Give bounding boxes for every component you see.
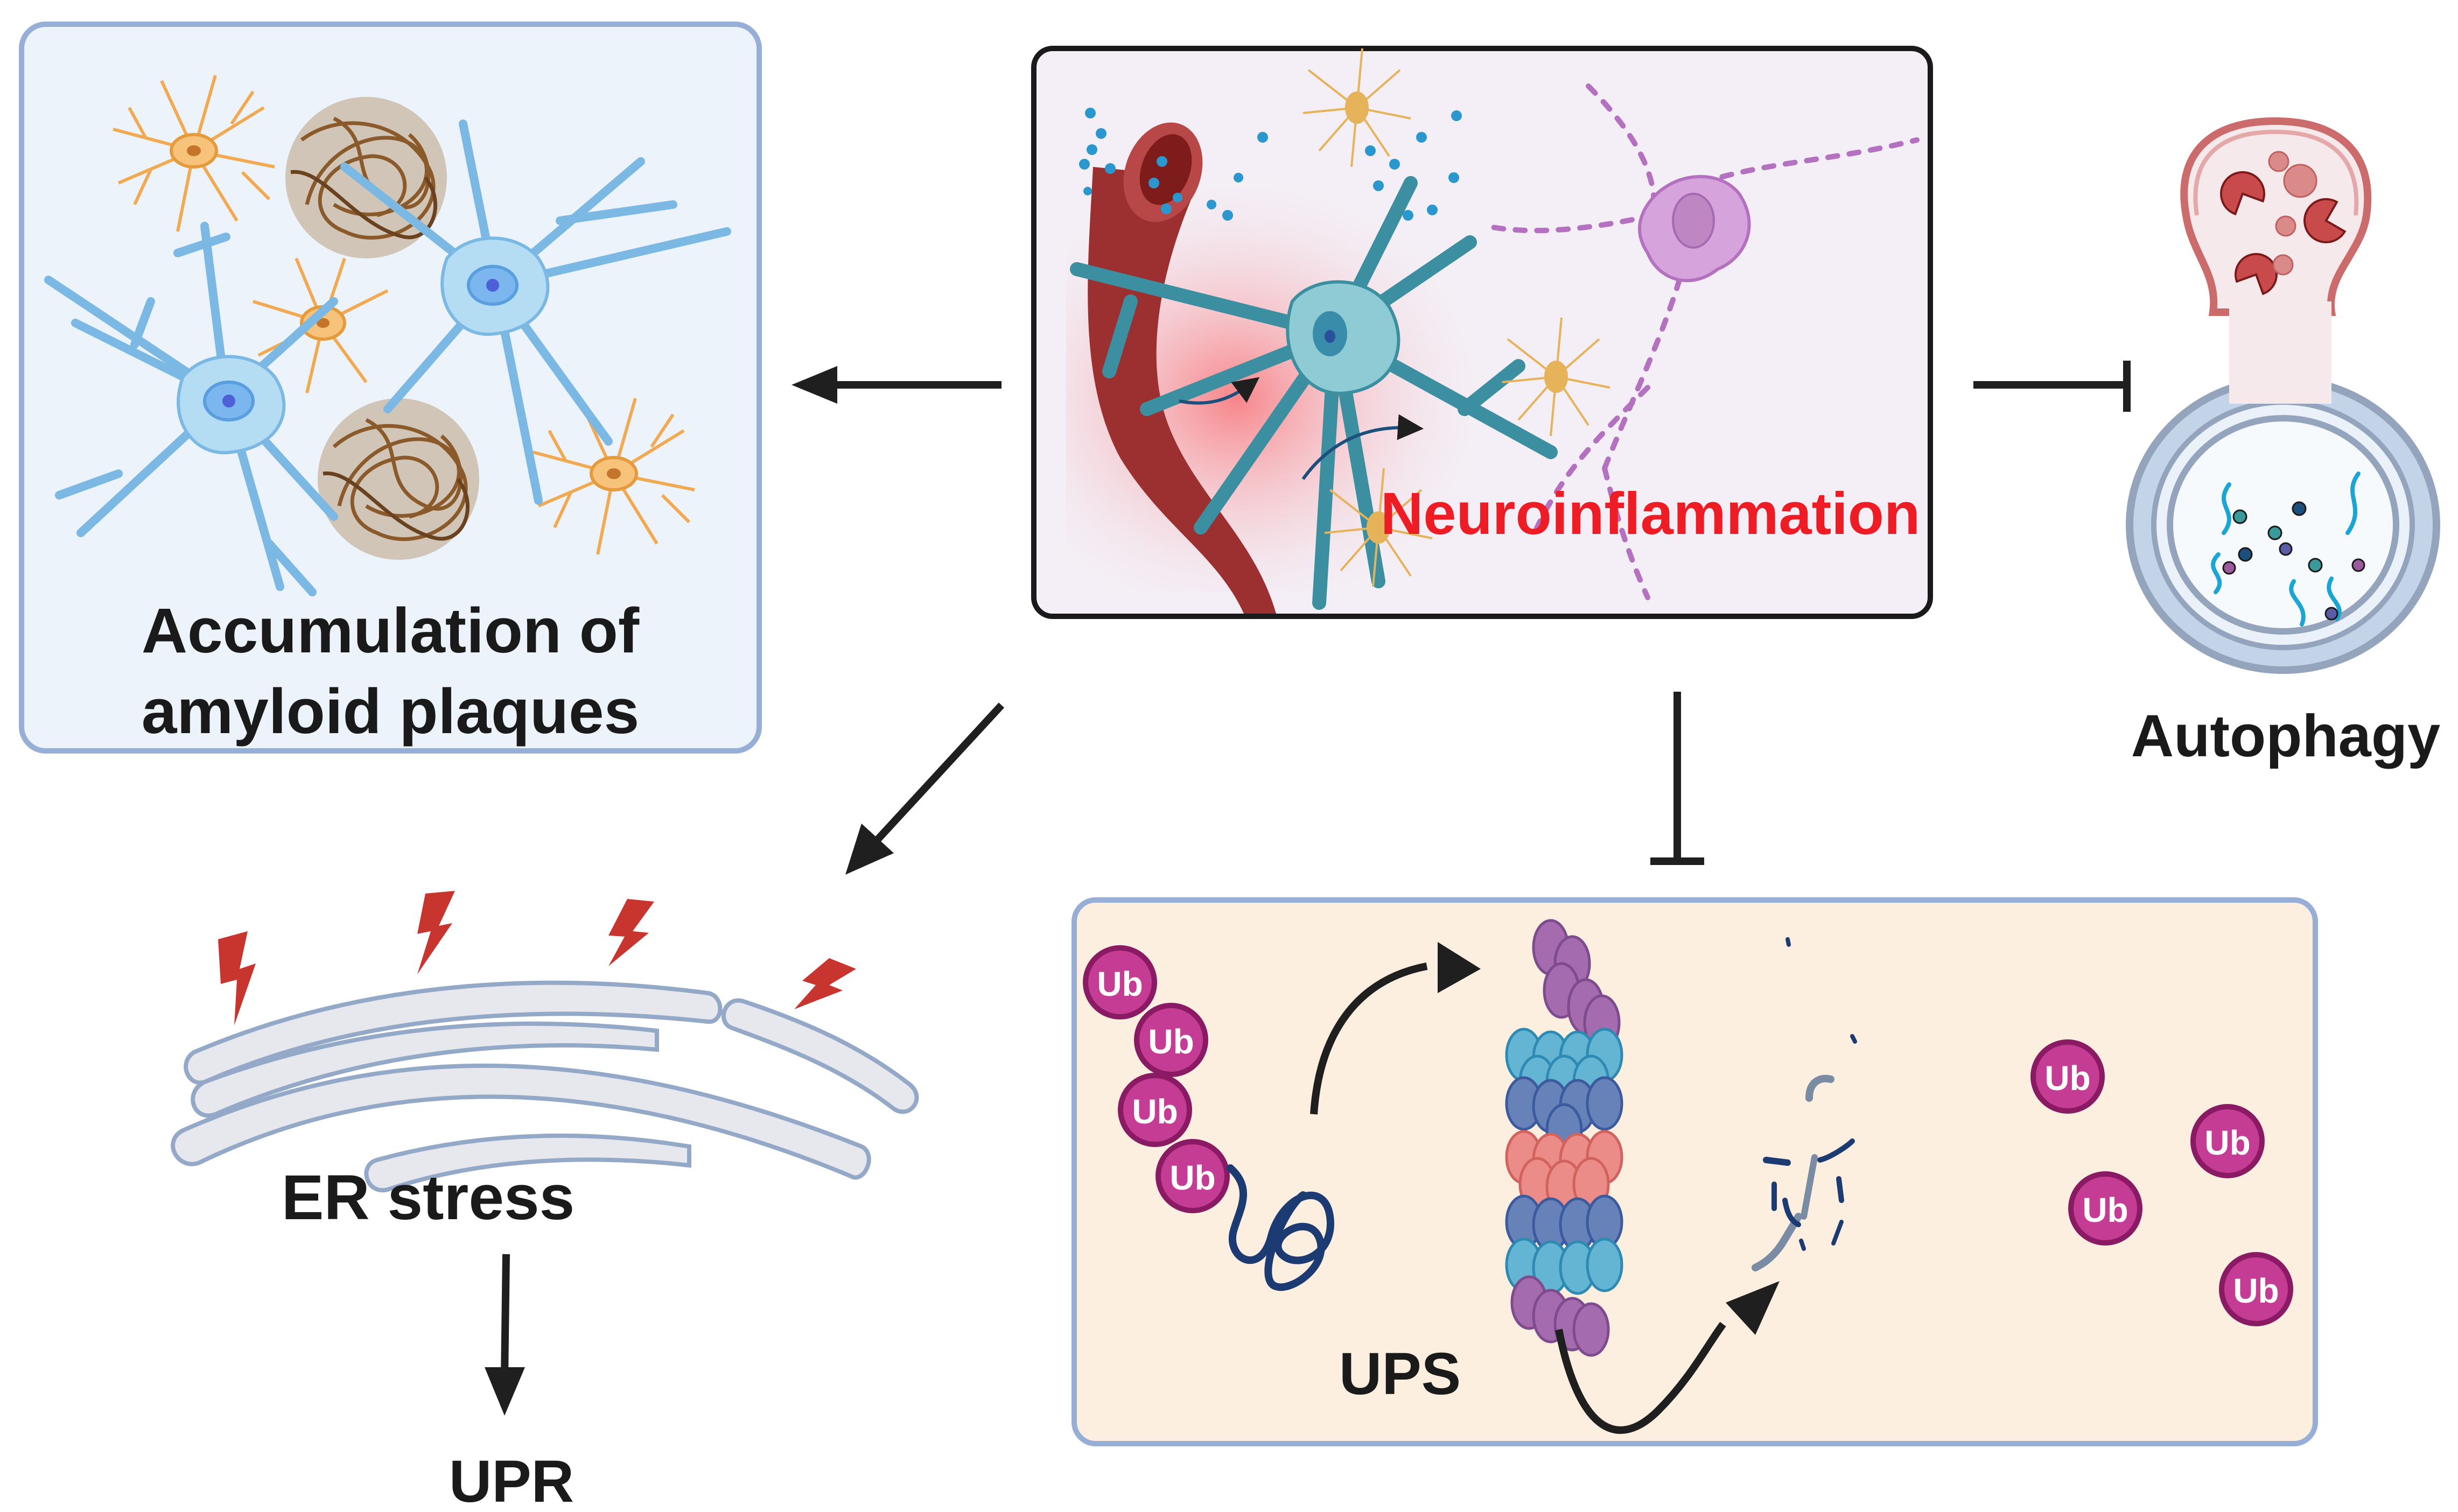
ubiquitin-icon: Ub xyxy=(2190,1104,2265,1178)
autolysosome-icon xyxy=(2126,117,2440,674)
lightning-icon xyxy=(417,891,455,974)
astrocyte-icon xyxy=(113,75,695,555)
upr-label: UPR xyxy=(449,1448,574,1512)
arrowhead-to-er-stress xyxy=(845,824,894,875)
neuroinflammation-panel: Neuroinflammation xyxy=(1031,46,1933,619)
neuron-icon xyxy=(44,119,731,596)
lightning-icon xyxy=(794,958,856,1009)
ups-panel: Ub Ub Ub Ub xyxy=(1072,897,2318,1446)
svg-text:Ub: Ub xyxy=(2044,1059,2090,1098)
autophagy-label: Autophagy xyxy=(2131,703,2440,769)
amyloid-label-line1: Accumulation of xyxy=(142,595,640,666)
proteasome-icon xyxy=(1505,919,1623,1357)
er-stress-panel: ER stress UPR xyxy=(171,891,919,1512)
autophagy-panel: Autophagy xyxy=(2126,117,2440,769)
er-stress-label: ER stress xyxy=(282,1162,575,1233)
arrowhead-to-amyloid xyxy=(792,366,837,404)
astrocyte-icon xyxy=(1302,48,1610,587)
arrowhead-into-proteasome xyxy=(1438,942,1481,993)
arrow-to-er-stress xyxy=(872,702,1005,845)
arrow-out-of-proteasome xyxy=(1555,1321,1726,1434)
amyloid-panel: Accumulation of amyloid plaques xyxy=(19,22,762,754)
ubiquitin-icon: Ub xyxy=(1156,1139,1230,1213)
svg-text:Ub: Ub xyxy=(2082,1191,2128,1229)
microglia-icon xyxy=(1070,176,1558,610)
peptide-fragments-icon xyxy=(1752,937,1857,1271)
ubiquitin-icon: Ub xyxy=(2219,1252,2293,1326)
arrow-into-proteasome xyxy=(1310,962,1428,1115)
cytokine-particles xyxy=(1079,108,1462,221)
polyubiquitin-chain: Ub Ub Ub Ub xyxy=(1083,945,1230,1213)
amyloid-panel-frame xyxy=(19,22,762,754)
svg-text:Ub: Ub xyxy=(1132,1092,1178,1131)
ubiquitin-icon: Ub xyxy=(1118,1073,1192,1147)
amyloid-label-line2: amyloid plaques xyxy=(142,676,640,747)
ubiquitin-icon: Ub xyxy=(2030,1039,2105,1114)
relation-arrows xyxy=(792,361,2131,875)
svg-text:Ub: Ub xyxy=(2233,1271,2279,1310)
neuroinflammation-label: Neuroinflammation xyxy=(1381,481,1920,547)
migration-arrows xyxy=(1179,377,1424,480)
endoplasmic-reticulum-icon xyxy=(171,980,919,1193)
lightning-icon xyxy=(608,899,654,966)
ubiquitin-icon: Ub xyxy=(2068,1171,2142,1246)
ubiquitin-icon: Ub xyxy=(1083,945,1157,1019)
lightning-icons xyxy=(218,891,856,1025)
svg-text:Ub: Ub xyxy=(1170,1158,1215,1197)
lightning-icon xyxy=(218,931,256,1025)
misfolded-protein-icon xyxy=(1227,1164,1334,1291)
arrowhead-to-upr xyxy=(485,1367,525,1416)
arrowhead-out-of-proteasome xyxy=(1726,1281,1780,1335)
svg-text:Ub: Ub xyxy=(1148,1022,1194,1061)
ups-label: UPS xyxy=(1339,1341,1461,1407)
svg-text:Ub: Ub xyxy=(1097,965,1143,1003)
svg-text:Ub: Ub xyxy=(2204,1123,2250,1162)
ups-panel-frame xyxy=(1072,897,2318,1446)
damaged-neuron-icon xyxy=(1483,83,1920,600)
arrow-to-upr xyxy=(501,1254,510,1379)
ubiquitin-icon: Ub xyxy=(1134,1003,1208,1077)
